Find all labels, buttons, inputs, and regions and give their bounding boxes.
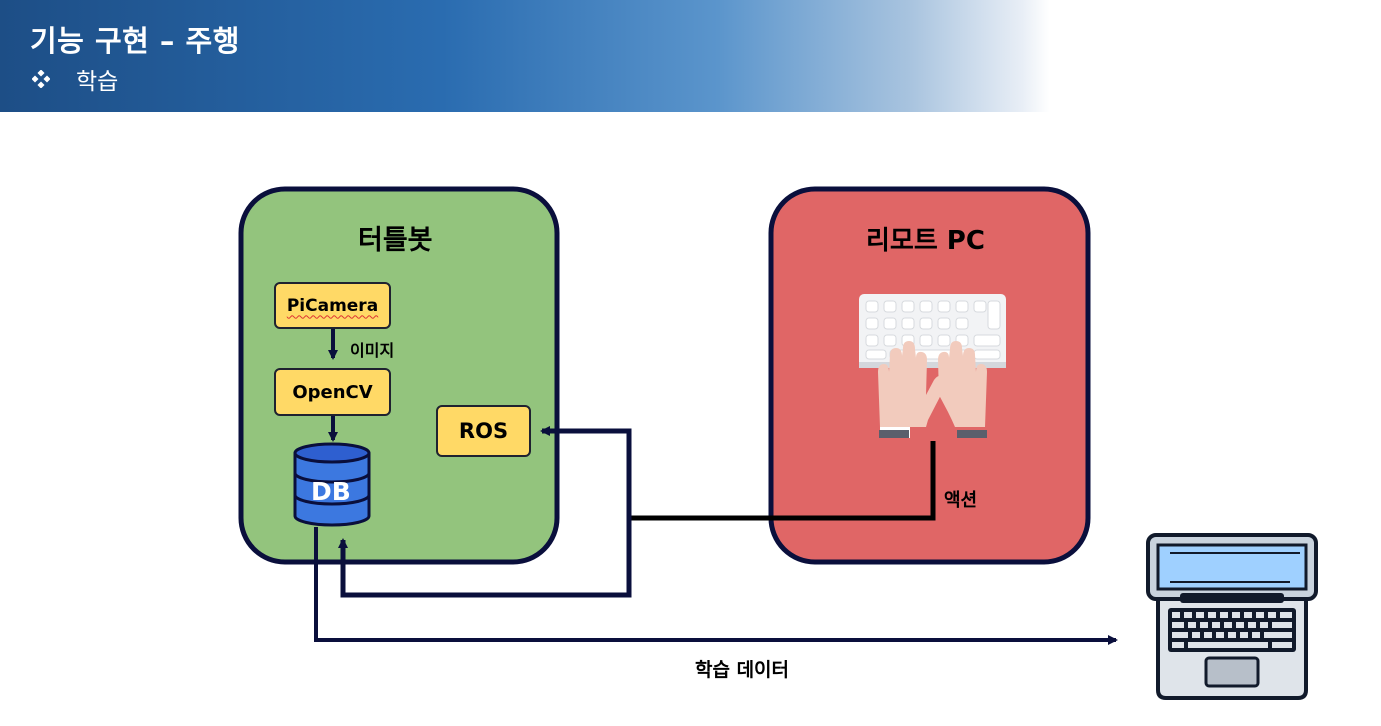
training-data-label: 학습 데이터 — [695, 659, 790, 681]
section-subtitle: 학습 — [76, 69, 119, 95]
turtlebot-title: 터틀봇 — [358, 225, 433, 256]
keyboard-hands-icon — [859, 294, 1006, 438]
bullet-diamond-icon — [32, 70, 50, 88]
action-label: 액션 — [944, 490, 978, 511]
header-banner — [0, 0, 1381, 112]
ros-box: ROS — [436, 405, 531, 457]
remote-pc-container — [768, 186, 1091, 565]
ros-arrow — [540, 426, 632, 518]
ros-label: ROS — [458, 419, 509, 443]
training-data-arrow — [314, 527, 1118, 645]
remote-pc-title: 리모트 PC — [866, 226, 985, 256]
database-icon — [293, 442, 371, 527]
laptop-icon — [1146, 533, 1318, 700]
action-line — [628, 441, 936, 521]
picamera-label: PiCamera — [286, 295, 379, 316]
db-label: DB — [311, 477, 351, 506]
image-label: 이미지 — [350, 341, 395, 360]
opencv-label: OpenCV — [292, 381, 373, 403]
picamera-box: PiCamera — [274, 282, 391, 329]
opencv-box: OpenCV — [274, 368, 391, 416]
db-feedback-arrow — [338, 518, 632, 598]
page-title: 기능 구현 – 주행 — [30, 24, 240, 58]
